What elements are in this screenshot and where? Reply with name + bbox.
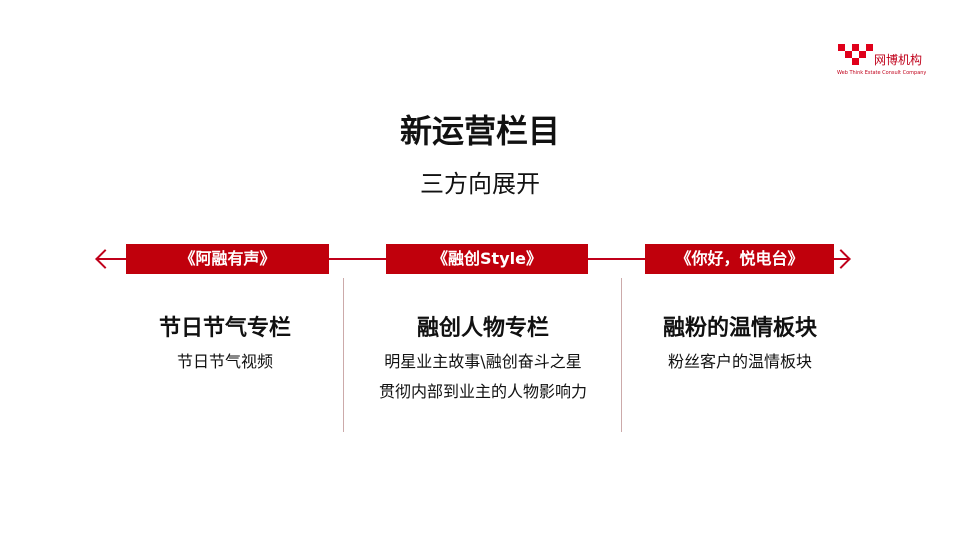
arrow-right-icon xyxy=(831,249,851,269)
svg-text:Web Think Estate Consult Compa: Web Think Estate Consult Company xyxy=(837,70,926,76)
column-heading: 节日节气专栏 xyxy=(158,316,291,341)
column-festival: 节日节气专栏 节日节气视频 xyxy=(100,310,350,382)
slide-subtitle: 三方向展开 xyxy=(420,170,540,198)
tag-yue-radio: 《你好，悦电台》 xyxy=(645,244,834,274)
arrow-left-icon xyxy=(95,249,115,269)
tag-rongchuang-style: 《融创Style》 xyxy=(386,244,588,274)
column-heading: 融粉的温情板块 xyxy=(662,316,817,341)
column-people: 融创人物专栏 明星业主故事\融创奋斗之星 贯彻内部到业主的人物影响力 xyxy=(345,310,621,412)
svg-text:网博机构: 网博机构 xyxy=(874,52,922,67)
company-logo: 网博机构 Web Think Estate Consult Company xyxy=(836,42,926,87)
column-line: 明星业主故事\融创奋斗之星 xyxy=(384,352,582,371)
column-line: 贯彻内部到业主的人物影响力 xyxy=(378,382,587,401)
slide-title: 新运营栏目 xyxy=(399,112,560,150)
column-line: 粉丝客户的温情板块 xyxy=(667,352,812,371)
column-line: 节日节气视频 xyxy=(176,352,273,371)
column-divider xyxy=(621,278,622,432)
column-heading: 融创人物专栏 xyxy=(416,316,549,341)
column-fans: 融粉的温情板块 粉丝客户的温情板块 xyxy=(622,310,858,382)
column-divider xyxy=(343,278,344,432)
tag-aronyousheng: 《阿融有声》 xyxy=(126,244,329,274)
